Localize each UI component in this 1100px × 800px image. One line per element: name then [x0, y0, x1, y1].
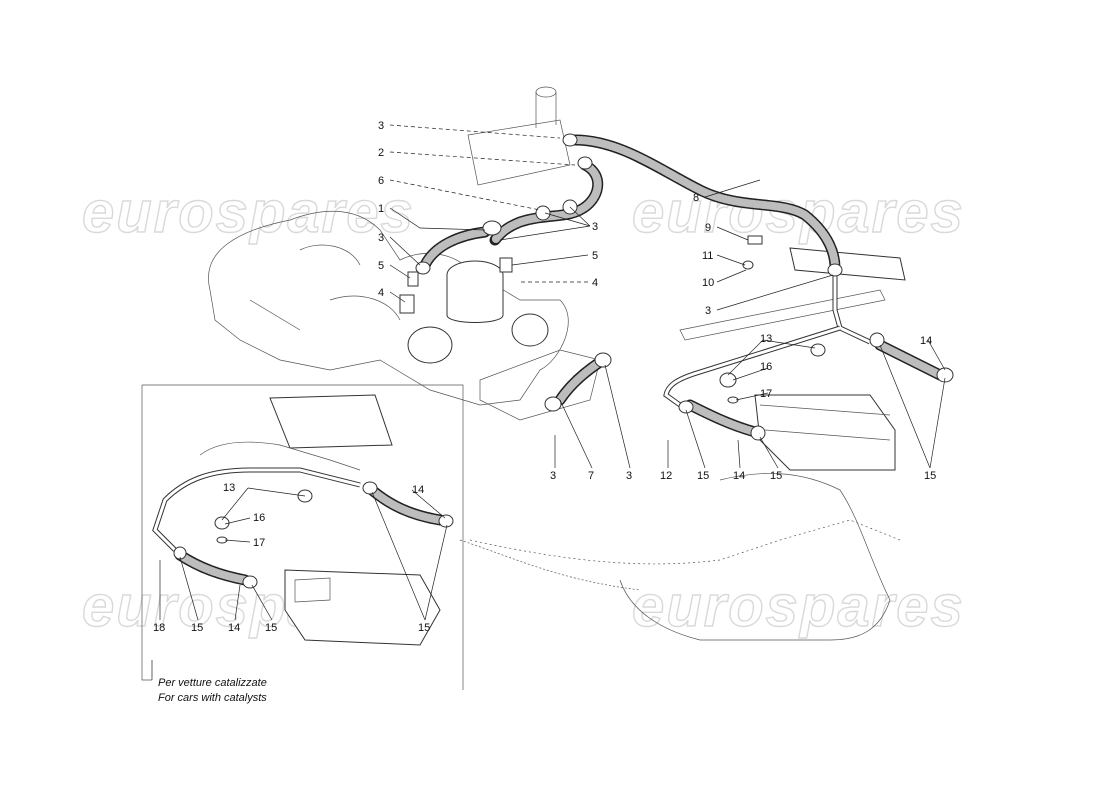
- leader-lines: [151, 124, 946, 680]
- callout-12: 12: [660, 470, 672, 482]
- inset-callout-18: 18: [153, 622, 165, 634]
- callout-17: 17: [760, 388, 772, 400]
- callout-16: 16: [760, 361, 772, 373]
- inset-note-italian: Per vetture catalizzate: [158, 677, 267, 689]
- callout-14: 14: [920, 335, 932, 347]
- inset-callout-15: 15: [418, 622, 430, 634]
- watermark-bottom-right: eurospares: [632, 574, 965, 639]
- callout-1: 1: [378, 203, 384, 215]
- callout-4: 4: [378, 287, 384, 299]
- callout-3: 3: [378, 232, 384, 244]
- inset-note-english: For cars with catalysts: [158, 692, 267, 704]
- catalyst-inset: [141, 384, 464, 690]
- callout-13: 13: [760, 333, 772, 345]
- inset-callout-16: 16: [253, 512, 265, 524]
- callout-7: 7: [588, 470, 594, 482]
- callout-3: 3: [705, 305, 711, 317]
- inset-callout-15: 15: [191, 622, 203, 634]
- callout-4: 4: [592, 277, 598, 289]
- callout-labels: 3 2 6 1 3 5 4 3 5 4 8 9 11 10 3 13 16 17…: [153, 120, 936, 704]
- inset-callout-14: 14: [228, 622, 240, 634]
- inset-callout-17: 17: [253, 537, 265, 549]
- callout-3: 3: [626, 470, 632, 482]
- inset-frame: [142, 384, 464, 690]
- callout-11: 11: [702, 250, 713, 262]
- callout-15: 15: [770, 470, 782, 482]
- callout-15: 15: [697, 470, 709, 482]
- callout-6: 6: [378, 175, 384, 187]
- watermark-top-left: eurospares: [82, 180, 415, 245]
- inset-callout-14: 14: [412, 484, 424, 496]
- callout-15: 15: [924, 470, 936, 482]
- inset-frame-left: [141, 385, 152, 681]
- callout-10: 10: [702, 277, 714, 289]
- callout-5: 5: [378, 260, 384, 272]
- callout-3: 3: [550, 470, 556, 482]
- callout-8: 8: [693, 192, 699, 204]
- callout-14: 14: [733, 470, 745, 482]
- main-hoses: [419, 134, 946, 438]
- callout-2: 2: [378, 147, 384, 159]
- callout-9: 9: [705, 222, 711, 234]
- callout-5: 5: [592, 250, 598, 262]
- inset-callout-15: 15: [265, 622, 277, 634]
- inset-callout-13: 13: [223, 482, 235, 494]
- right-chassis: [679, 247, 906, 471]
- callout-3: 3: [378, 120, 384, 132]
- callout-3: 3: [592, 221, 598, 233]
- engine-outline: [208, 86, 901, 641]
